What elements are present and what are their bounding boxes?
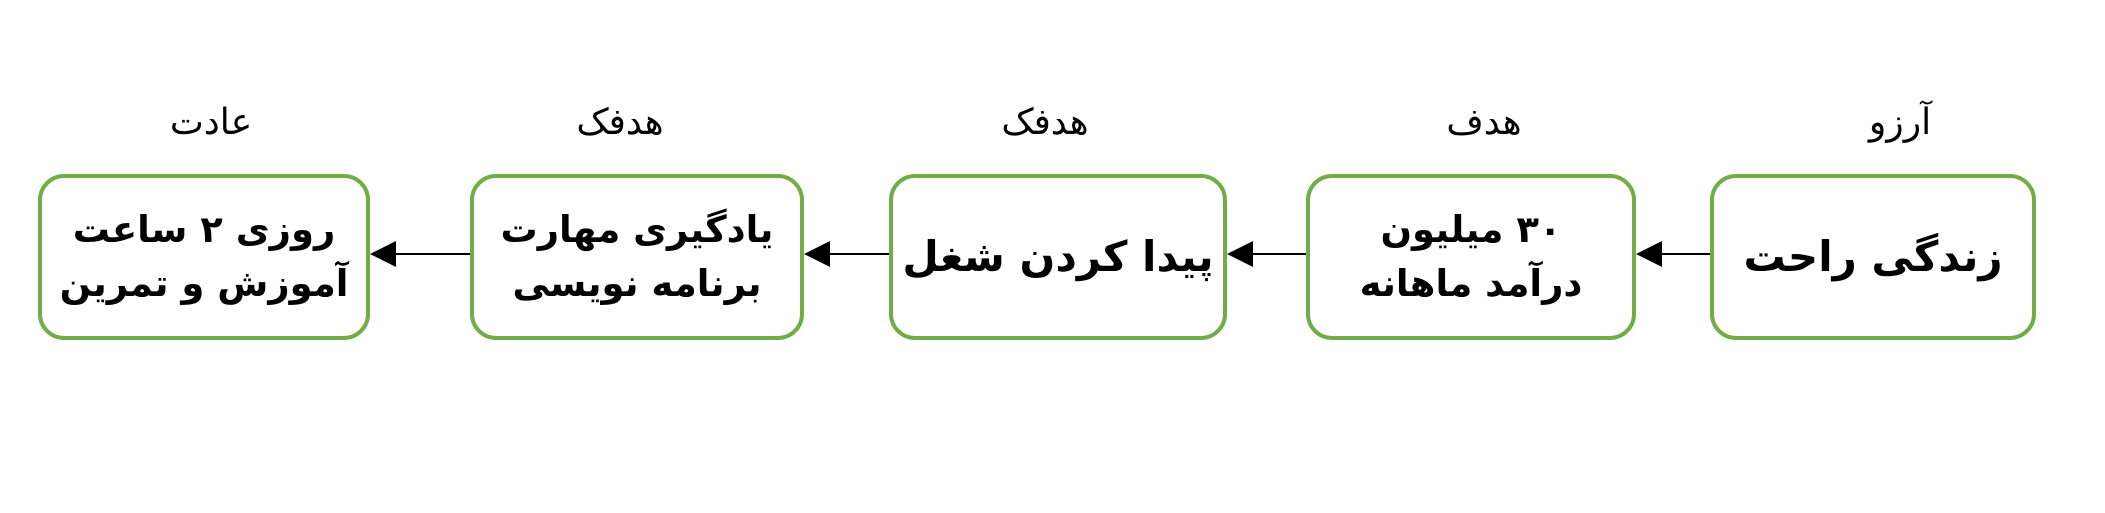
node-text: روزی ۲ ساعت آموزش و تمرین xyxy=(60,203,349,311)
level-label-goal: هدف xyxy=(1446,102,1522,143)
level-label-subgoal: هدفک xyxy=(576,102,664,143)
node-monthly-income: ۳۰ میلیون درآمد ماهانه xyxy=(1306,174,1636,340)
node-text: زندگی راحت xyxy=(1743,230,2002,284)
node-line: برنامه نویسی xyxy=(512,262,762,305)
node-text: ۳۰ میلیون درآمد ماهانه xyxy=(1360,203,1583,311)
node-learn-programming: یادگیری مهارت برنامه نویسی xyxy=(470,174,804,340)
node-line: روزی ۲ ساعت xyxy=(72,208,336,251)
node-find-job: پیدا کردن شغل xyxy=(889,174,1227,340)
node-line: زندگی راحت xyxy=(1743,232,2003,281)
node-daily-practice: روزی ۲ ساعت آموزش و تمرین xyxy=(38,174,370,340)
arrowhead-icon xyxy=(370,241,396,267)
arrowhead-icon xyxy=(1636,241,1662,267)
node-line: درآمد ماهانه xyxy=(1359,262,1583,305)
level-label-habit: عادت xyxy=(169,102,253,143)
level-label-wish: آرزو xyxy=(1868,102,1932,143)
node-line: یادگیری مهارت xyxy=(500,208,774,251)
arrowhead-icon xyxy=(1227,241,1253,267)
level-label-subgoal: هدفک xyxy=(1001,102,1089,143)
node-comfortable-life: زندگی راحت xyxy=(1710,174,2036,340)
node-line: پیدا کردن شغل xyxy=(902,232,1214,281)
node-text: پیدا کردن شغل xyxy=(902,230,1213,284)
node-text: یادگیری مهارت برنامه نویسی xyxy=(501,203,774,311)
node-line: ۳۰ میلیون xyxy=(1380,208,1562,251)
arrowhead-icon xyxy=(804,241,830,267)
node-line: آموزش و تمرین xyxy=(59,262,349,305)
